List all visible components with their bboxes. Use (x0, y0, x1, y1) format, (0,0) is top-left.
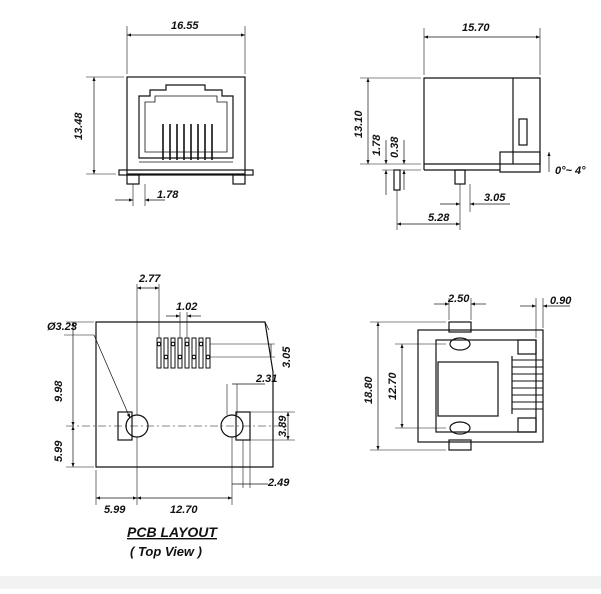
top-top-dim: 2.50 (447, 293, 470, 305)
top-view (370, 298, 570, 451)
front-contacts (162, 124, 213, 160)
pcb-peg-height-dim: 3.89 (277, 415, 289, 437)
front-view (86, 26, 254, 206)
pcb-hole-dia-dim: Ø3.23 (47, 321, 77, 333)
side-offset-dim: 0.38 (389, 136, 401, 158)
front-pin-pitch-dim: 1.78 (157, 189, 179, 201)
top-body (417, 329, 544, 443)
front-body (126, 76, 246, 175)
pcb-pin-pitch-dim: 1.02 (176, 301, 197, 313)
pcb-bottom-x-dim: 5.99 (104, 504, 126, 516)
side-view (360, 28, 551, 230)
jack-opening (138, 84, 234, 159)
side-width-dim: 15.70 (462, 22, 490, 34)
top-right-dim: 0.90 (550, 295, 572, 307)
side-angle-dim: 0°~ 4° (555, 165, 586, 177)
pcb-row-spacing-dim: 3.05 (281, 346, 293, 368)
side-standoff-dim: 1.78 (371, 134, 383, 156)
pcb-peg-dia-dim: 2.31 (255, 373, 277, 385)
pcb-layout-title: PCB LAYOUT (127, 524, 218, 540)
pcb-edge-dim: 2.49 (267, 477, 290, 489)
side-height-dim: 13.10 (353, 110, 365, 138)
pcb-first-pin-dim: 2.77 (138, 273, 161, 285)
pcb-left-height-dim: 9.98 (53, 380, 65, 402)
pcb-layout-subtitle: ( Top View ) (130, 544, 202, 559)
side-body (423, 77, 541, 173)
front-height-dim: 13.48 (73, 112, 85, 140)
front-width-dim: 16.55 (171, 20, 199, 32)
top-contacts (512, 359, 543, 410)
pcb-peg-spacing-dim: 12.70 (170, 504, 198, 516)
pcb-outline (95, 321, 274, 468)
side-peg-offset-dim: 5.28 (428, 212, 450, 224)
pcb-bottom-left-dim: 5.99 (53, 440, 65, 462)
bottom-band (0, 576, 601, 589)
top-overall-dim: 18.80 (363, 376, 375, 404)
pcb-layout (64, 284, 295, 505)
side-pin-spacing-dim: 3.05 (484, 192, 506, 204)
top-inner-dim: 12.70 (387, 372, 399, 400)
